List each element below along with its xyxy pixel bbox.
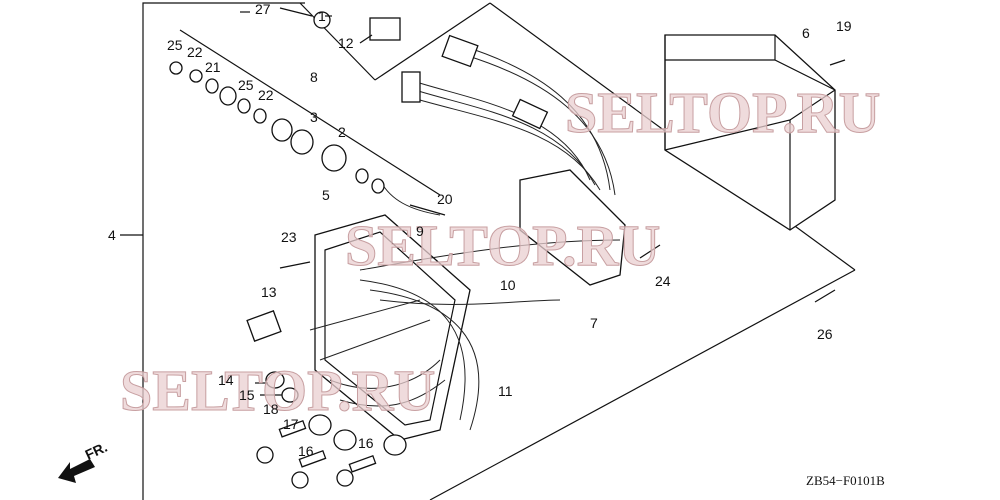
part-label: 9	[416, 223, 424, 239]
small-parts	[169, 11, 846, 489]
part-label: 4	[108, 227, 116, 243]
frame-lines	[120, 2, 856, 500]
part-label: 3	[310, 109, 318, 125]
leader-lines	[240, 7, 373, 396]
watermark-text: SELTOP.RU	[565, 80, 880, 145]
part-label: 12	[338, 35, 354, 51]
part-label: 14	[218, 372, 234, 388]
wire-harness	[309, 44, 621, 431]
junction-box-part-7	[519, 169, 626, 286]
part-label: 22	[187, 44, 203, 60]
part-label: 23	[281, 229, 297, 245]
part-label: 25	[238, 77, 254, 93]
part-label: 6	[802, 25, 810, 41]
part-label: 17	[283, 416, 299, 432]
part-label: 16	[358, 435, 374, 451]
watermark-text: SELTOP.RU	[120, 358, 435, 423]
part-label: 27	[255, 1, 271, 17]
part-label: 11	[498, 383, 513, 399]
part-label: 26	[817, 326, 833, 342]
part-label: 8	[310, 69, 318, 85]
control-panel-part-5	[314, 214, 471, 441]
part-label: 21	[205, 59, 221, 75]
part-label: 18	[263, 401, 279, 417]
part-label: 13	[261, 284, 277, 300]
cover-box-part-6	[664, 34, 836, 231]
front-marker-label: FR.	[83, 439, 110, 463]
part-label: 7	[590, 315, 598, 331]
front-arrow-icon	[58, 459, 95, 483]
part-label: 25	[167, 37, 183, 53]
drawing-code: ZB54−F0101B	[806, 473, 885, 488]
part-label: 24	[655, 273, 671, 289]
part-label: 20	[437, 191, 453, 207]
part-label: 1	[318, 8, 326, 24]
part-label: 5	[322, 187, 330, 203]
part-label: 2	[338, 124, 346, 140]
part-label: 19	[836, 18, 852, 34]
part-label: 16	[298, 443, 314, 459]
watermark-text: SELTOP.RU	[345, 213, 660, 278]
part-label: 22	[258, 87, 274, 103]
part-label: 15	[239, 387, 255, 403]
part-label: 10	[500, 277, 516, 293]
